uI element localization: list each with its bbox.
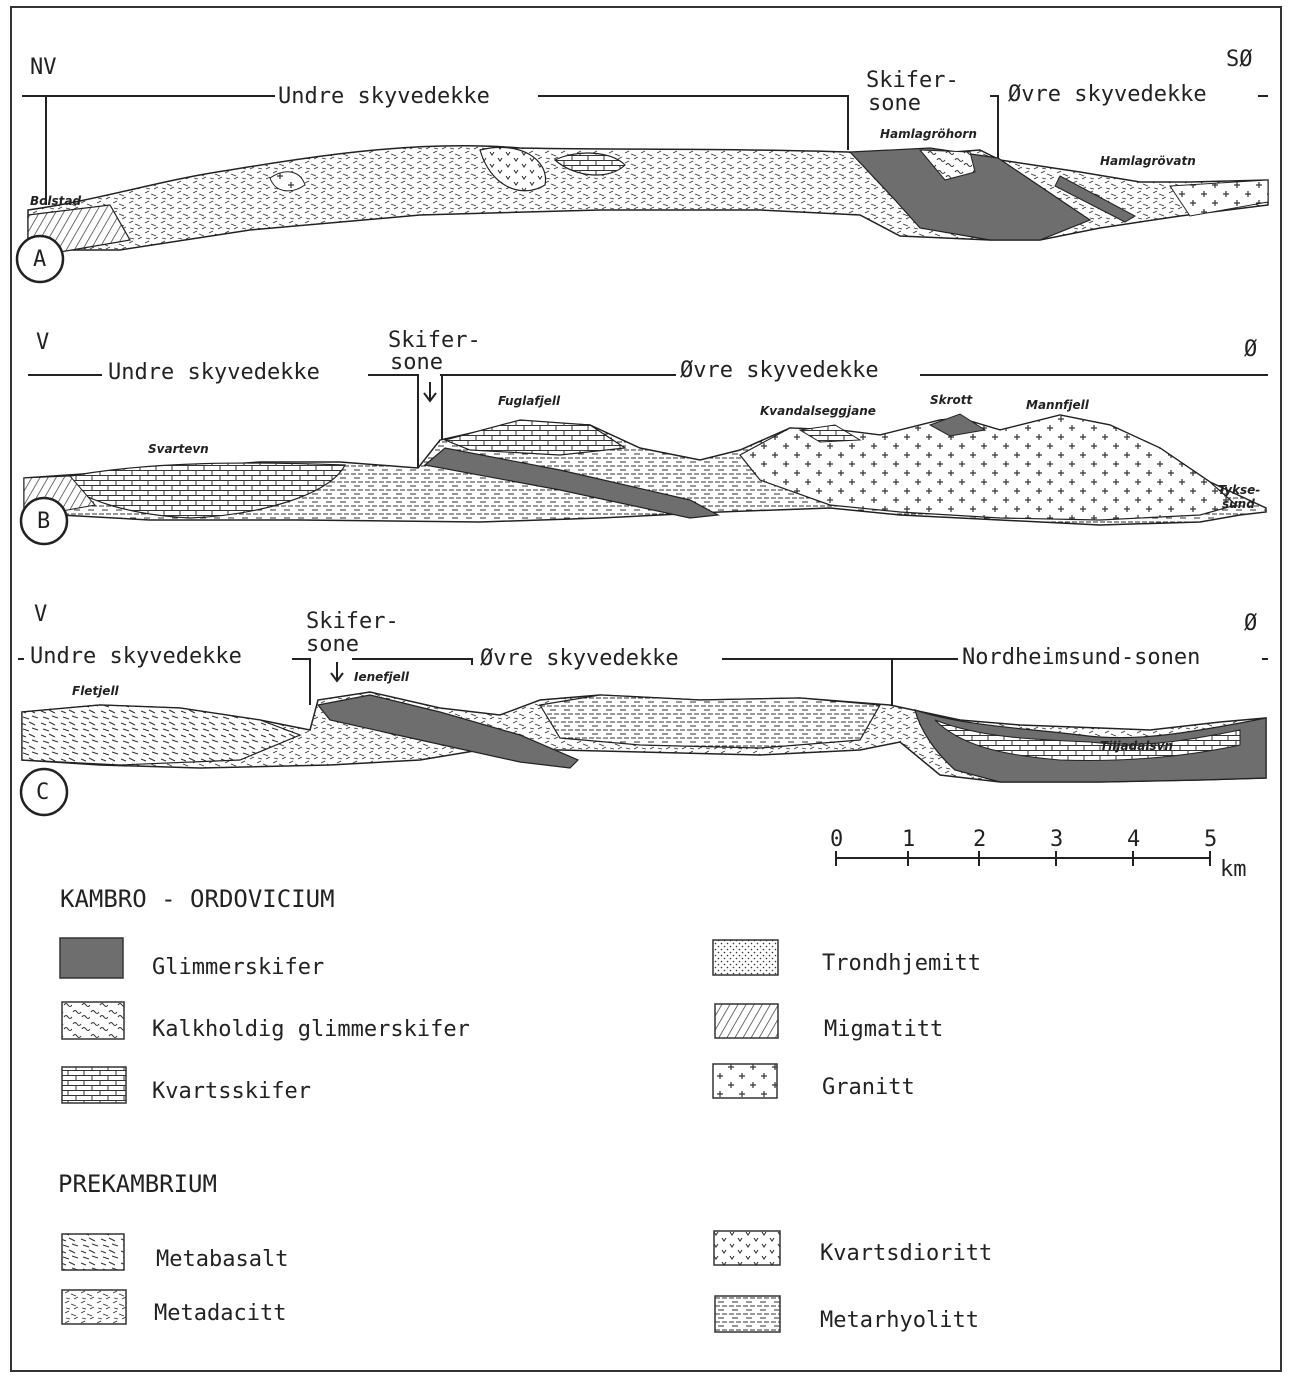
section-c-arrow-icon — [331, 662, 343, 681]
legend-swatch-metarhyolitt — [715, 1296, 780, 1332]
section-c-place-tiljadalsvn: Tiljadalsvn — [1100, 739, 1173, 753]
legend-label-kvartsskifer: Kvartsskifer — [152, 1079, 311, 1104]
section-b-badge-label: B — [37, 509, 50, 534]
section-b-dir-right: Ø — [1244, 337, 1257, 362]
section-c-dir-right: Ø — [1244, 611, 1257, 636]
legend-label-metarhyolitt: Metarhyolitt — [820, 1308, 979, 1333]
section-c-third-zone: Nordheimsund-sonen — [962, 645, 1200, 670]
section-c-schist-zone-1: Skifer- — [306, 609, 399, 634]
section-b: V Ø Undre skyvedekke Skifer- sone Øvre s… — [21, 328, 1268, 544]
scale-tick-1: 1 — [902, 827, 915, 852]
section-b-place-tyksesund-2: sund — [1222, 497, 1255, 511]
section-c-schist-zone-2: sone — [306, 632, 359, 657]
legend-swatch-kalkholdig — [62, 1002, 124, 1039]
section-b-lower-nappe: Undre skyvedekke — [108, 360, 320, 385]
legend-swatch-glimmerskifer — [60, 938, 123, 978]
scale-tick-5: 5 — [1204, 827, 1217, 852]
legend-swatch-granitt — [713, 1064, 777, 1098]
section-b-dir-left: V — [36, 330, 49, 355]
section-b-place-kvandalseggjane: Kvandalseggjane — [760, 404, 876, 418]
section-c: V Ø Undre skyvedekke Skifer- sone Øvre s… — [18, 602, 1268, 815]
section-c-place-fletjell: Fletjell — [72, 684, 120, 698]
legend-swatch-trondhjemitt — [713, 940, 778, 975]
section-a-dir-left: NV — [30, 55, 57, 80]
section-a: NV SØ Undre skyvedekke Skifer- sone Øvre… — [17, 47, 1268, 282]
scale-unit: km — [1220, 857, 1247, 882]
legend-swatch-kvartsskifer — [62, 1067, 126, 1103]
section-b-place-svartevn: Svartevn — [148, 442, 209, 456]
section-b-place-fuglafjell: Fuglafjell — [498, 394, 561, 408]
scale-tick-2: 2 — [973, 827, 986, 852]
section-a-upper-nappe: Øvre skyvedekke — [1008, 82, 1207, 107]
scale-bar: 0 1 2 3 4 5 km — [830, 827, 1247, 882]
section-a-place-hamlagrovatn: Hamlagrövatn — [1100, 154, 1196, 168]
section-b-upper-nappe: Øvre skyvedekke — [680, 358, 879, 383]
section-a-place-bolstad: Bolstad — [30, 194, 81, 208]
legend-swatch-metadacitt — [62, 1290, 126, 1324]
section-b-arrow-icon — [424, 382, 436, 401]
legend-group-prekambrium: PREKAMBRIUM — [58, 1170, 217, 1198]
legend-label-glimmerskifer: Glimmerskifer — [152, 955, 324, 980]
legend-swatch-migmatitt — [715, 1004, 778, 1038]
section-a-place-hamlagrohorn: Hamlagröhorn — [880, 127, 977, 141]
scale-tick-0: 0 — [830, 827, 843, 852]
section-a-badge-label: A — [33, 247, 46, 272]
legend-label-kalkholdig: Kalkholdig glimmerskifer — [152, 1017, 470, 1042]
section-c-upper-nappe: Øvre skyvedekke — [480, 646, 679, 671]
section-c-dir-left: V — [34, 602, 47, 627]
section-a-dir-right: SØ — [1226, 47, 1253, 72]
legend-label-migmatitt: Migmatitt — [824, 1017, 943, 1042]
legend-label-kvartsdioritt: Kvartsdioritt — [820, 1241, 992, 1266]
section-c-badge-label: C — [36, 780, 49, 805]
section-b-place-tyksesund-1: Tykse- — [1218, 483, 1260, 497]
section-b-schist-zone-2: sone — [390, 350, 443, 375]
legend-label-granitt: Granitt — [822, 1075, 915, 1100]
legend-label-metadacitt: Metadacitt — [154, 1301, 286, 1326]
legend-swatch-kvartsdioritt — [714, 1231, 780, 1265]
legend-label-trondhjemitt: Trondhjemitt — [822, 951, 981, 976]
section-a-schist-zone-1: Skifer- — [866, 68, 959, 93]
legend-swatch-metabasalt — [62, 1234, 124, 1270]
section-b-place-mannfjell: Mannfjell — [1026, 398, 1090, 412]
legend-group-kambro-ordovicium: KAMBRO - ORDOVICIUM — [60, 885, 335, 913]
section-a-schist-zone-2: sone — [868, 91, 921, 116]
section-a-lower-nappe: Undre skyvedekke — [278, 84, 490, 109]
scale-tick-3: 3 — [1050, 827, 1063, 852]
section-c-lower-nappe: Undre skyvedekke — [30, 644, 242, 669]
legend: KAMBRO - ORDOVICIUM Glimmerskifer Kalkho… — [58, 885, 992, 1333]
section-c-place-ienefjell: Ienefjell — [354, 670, 410, 684]
legend-label-metabasalt: Metabasalt — [156, 1247, 288, 1272]
scale-tick-4: 4 — [1127, 827, 1140, 852]
section-b-place-skrott: Skrott — [930, 393, 974, 407]
